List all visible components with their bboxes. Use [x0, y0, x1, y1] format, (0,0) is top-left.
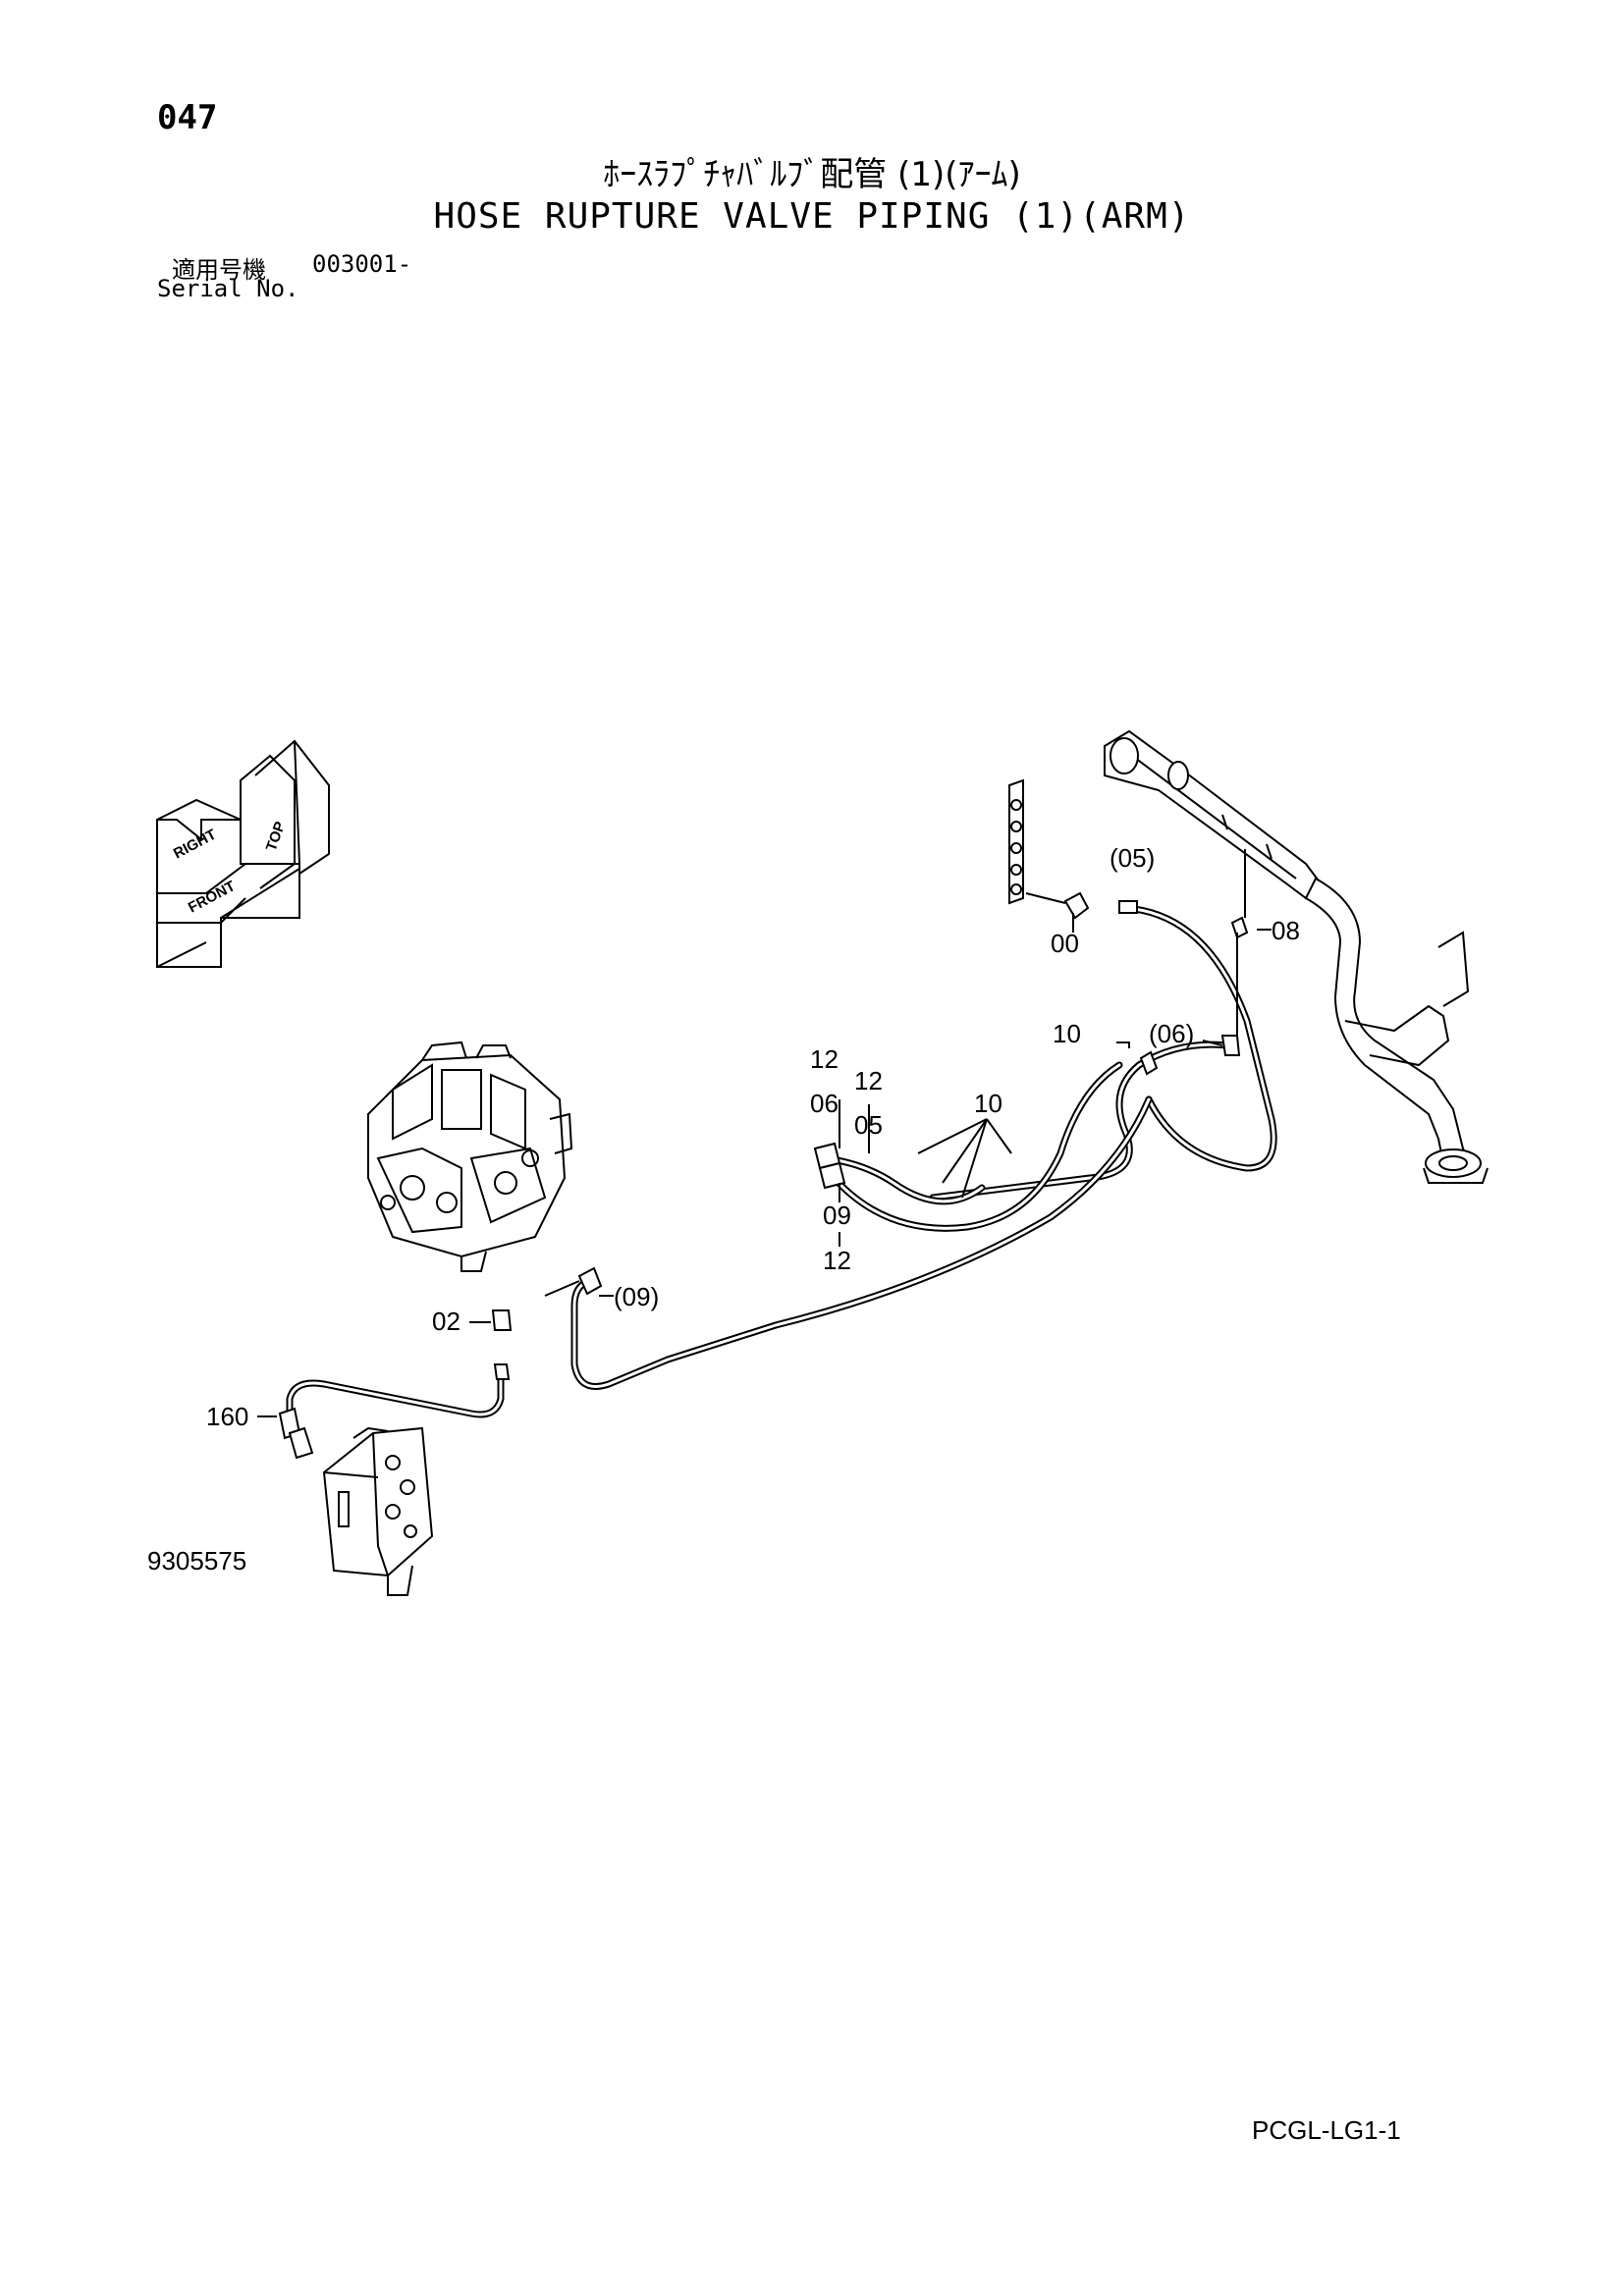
callout-05-reference: (05) [1110, 843, 1155, 873]
callout-12-b: 12 [854, 1066, 883, 1095]
pilot-valve-block [322, 1426, 434, 1596]
title-japanese: ﾎｰｽﾗﾌﾟﾁｬﾊﾞﾙﾌﾞ配管 (1)(ｱｰﾑ) [603, 155, 1021, 194]
orientation-right-label: RIGHT [171, 827, 219, 863]
title-english: HOSE RUPTURE VALVE PIPING (1)(ARM) [433, 196, 1191, 237]
callout-10-upper: 10 [1053, 1019, 1081, 1048]
callout-06: 06 [810, 1089, 839, 1118]
page-code: PCGL-LG1-1 [1252, 2115, 1401, 2145]
hose-fittings [278, 849, 1249, 1460]
fitting-plate [1008, 778, 1024, 905]
callout-08: 08 [1272, 916, 1300, 945]
callout-10-lower: 10 [974, 1089, 1002, 1118]
serial-value: 003001- [312, 250, 412, 278]
callout-09-reference: (09) [614, 1282, 659, 1311]
callout-160: 160 [206, 1402, 248, 1431]
orientation-top-label: TOP [263, 820, 289, 854]
page-number: 047 [157, 98, 218, 137]
drawing-number: 9305575 [147, 1546, 247, 1575]
callout-leaders [257, 913, 1272, 1417]
callout-09: 09 [823, 1201, 851, 1230]
hose-runs [286, 904, 1277, 1422]
callout-00: 00 [1051, 929, 1079, 958]
callout-12-c: 12 [823, 1246, 851, 1275]
serial-label-japanese: 適用号機 [172, 256, 266, 284]
callout-12-a: 12 [810, 1044, 839, 1074]
control-valve-assembly [367, 1041, 573, 1272]
callout-06-reference: (06) [1149, 1019, 1194, 1048]
orientation-front-label: FRONT [186, 878, 239, 916]
orientation-indicator: RIGHT FRONT TOP [156, 739, 330, 968]
callout-02: 02 [432, 1307, 460, 1336]
arm-pipe-assembly [1104, 729, 1489, 1184]
callout-05: 05 [854, 1110, 883, 1140]
serial-label-english: Serial No. [157, 275, 299, 302]
